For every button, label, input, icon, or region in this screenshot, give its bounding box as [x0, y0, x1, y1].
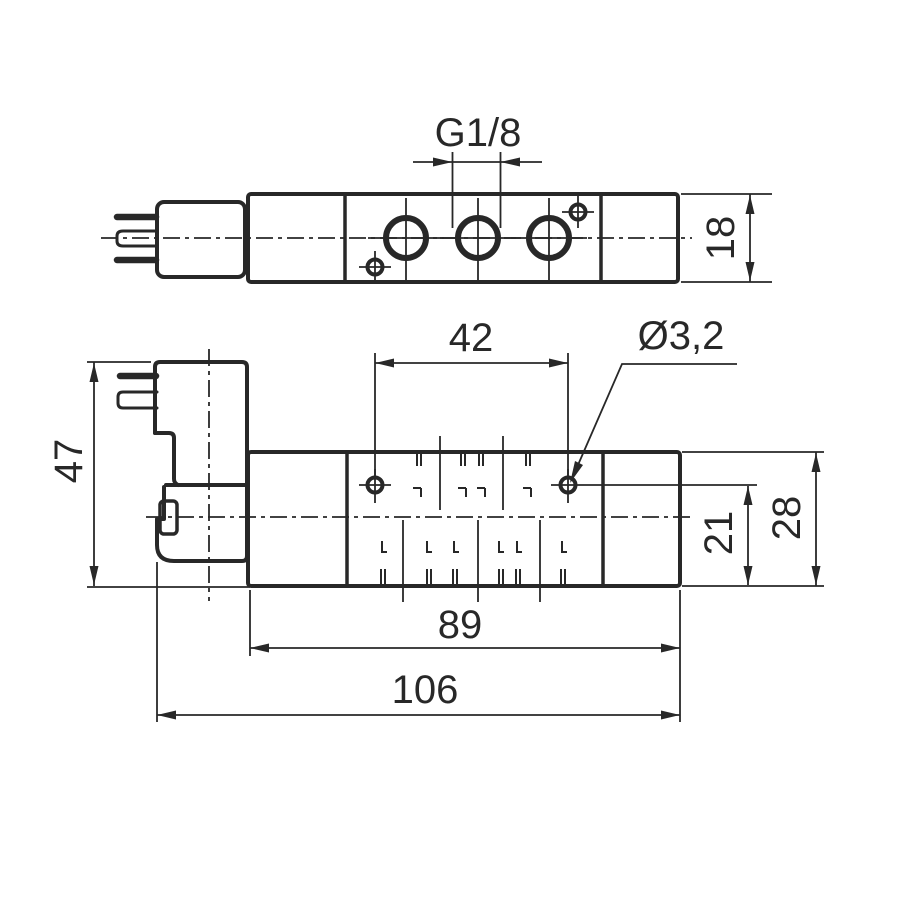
dimension-g18: G1/8 — [413, 111, 542, 228]
valve-body-top-view — [246, 192, 680, 284]
port-3-crosshair — [511, 198, 587, 280]
dimension-28: 28 — [682, 451, 824, 587]
dimension-106: 106 — [156, 562, 680, 722]
solenoid-outline-upper — [153, 360, 249, 454]
dimension-18: 18 — [681, 193, 772, 283]
mounting-hole-right-circle — [558, 475, 578, 495]
hole-to-bottom-dim-label: 21 — [697, 511, 741, 556]
port-2-crosshair — [440, 198, 516, 280]
port-2-circle — [455, 215, 501, 261]
dimension-g18-arrowheads — [433, 157, 520, 167]
dimension-18-extension-lines — [681, 193, 772, 283]
solenoid-left-tab — [158, 499, 179, 536]
dimension-42: 42 — [374, 316, 569, 477]
connector-pin-middle — [115, 229, 159, 248]
port-1-circle — [383, 215, 429, 261]
port-1-crosshair — [368, 198, 444, 280]
thread-ticks-bottom-edge — [380, 569, 566, 585]
body-height-dim-label-top-view: 18 — [699, 216, 743, 261]
thread-marks-upper — [413, 487, 532, 497]
port-centerline-stubs-top — [439, 436, 504, 510]
mounting-hole-a-crosshair — [359, 251, 391, 283]
hole-diameter-leader-arrowhead — [570, 461, 583, 483]
front-view: 42 Ø3,2 47 21 28 — [47, 314, 824, 722]
connector-block-top-view — [155, 200, 247, 279]
dimension-28-extension-lines — [682, 451, 824, 587]
mounting-hole-b-crosshair — [562, 196, 594, 228]
solenoid-left-step — [153, 431, 180, 487]
mounting-hole-b-circle — [568, 202, 588, 222]
dimension-47: 47 — [47, 361, 250, 588]
mounting-hole-a-circle — [365, 257, 385, 277]
dimension-89: 89 — [249, 590, 681, 722]
hole-diameter-leader-line — [570, 363, 737, 482]
solenoid-height-dim-label: 47 — [47, 439, 91, 484]
body-length-dim-label: 89 — [438, 603, 483, 647]
dimension-89-extension-lines — [249, 590, 681, 722]
dimension-21: 21 — [584, 484, 757, 585]
solenoid-outline-lower — [155, 450, 249, 563]
dimension-47-extension-lines — [87, 361, 250, 588]
thread-size-label: G1/8 — [435, 111, 522, 155]
solenoid-pin-bottom-front — [116, 390, 159, 410]
hole-spacing-dim-label: 42 — [449, 316, 494, 360]
mounting-hole-left-circle — [365, 475, 385, 495]
top-view: G1/8 18 — [101, 111, 772, 284]
thread-marks-lower — [381, 541, 567, 553]
thread-ticks-top-edge — [416, 452, 531, 466]
dimension-g18-extension-lines — [451, 152, 502, 228]
port-3-circle — [526, 215, 572, 261]
valve-body-front-view — [246, 450, 682, 588]
overall-length-dim-label: 106 — [392, 668, 459, 712]
port-centerline-stubs-bottom — [402, 520, 541, 602]
dimension-18-arrowheads — [745, 195, 755, 281]
dimension-42-extension-lines — [374, 353, 569, 477]
hole-diameter-callout: Ø3,2 — [570, 314, 737, 483]
body-height-dim-label-front-view: 28 — [765, 496, 809, 541]
hole-diameter-label: Ø3,2 — [638, 314, 725, 358]
